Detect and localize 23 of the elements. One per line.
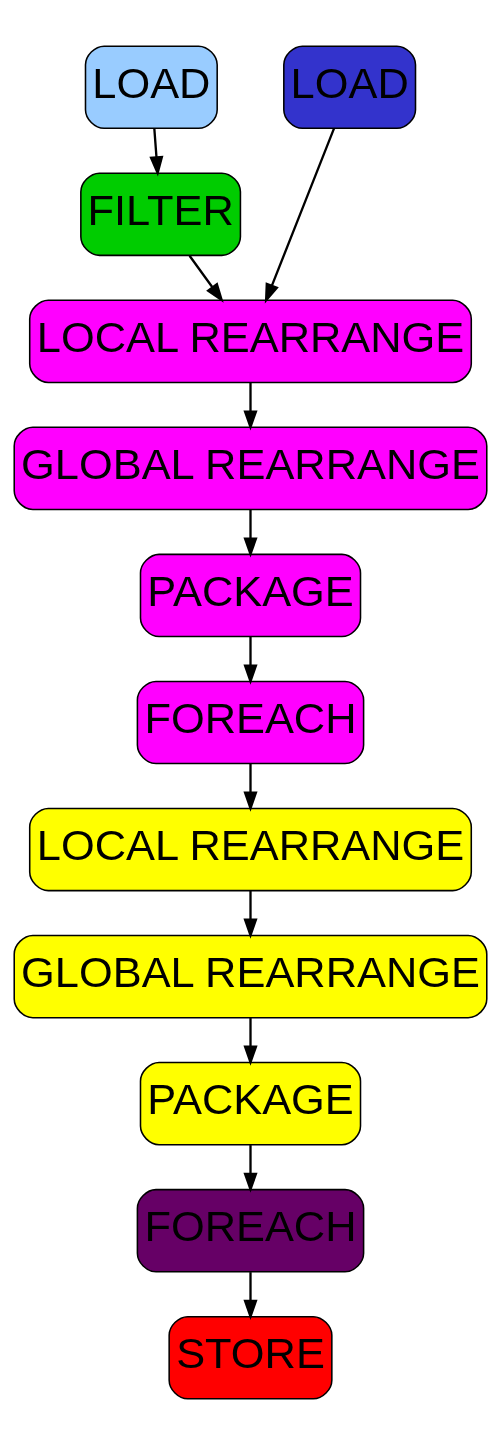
node-box: FOREACH bbox=[136, 1188, 365, 1273]
arrow bbox=[243, 636, 258, 685]
node-box: PACKAGE bbox=[139, 1061, 362, 1146]
node-box: LOAD bbox=[283, 45, 417, 130]
node-box: LOAD bbox=[84, 45, 218, 130]
node-box: LOCAL REARRANGE bbox=[28, 807, 473, 892]
node-box: GLOBAL REARRANGE bbox=[13, 426, 488, 511]
node-box: STORE bbox=[168, 1315, 333, 1400]
arrow bbox=[243, 891, 258, 939]
arrow bbox=[243, 1272, 258, 1320]
arrow bbox=[149, 128, 164, 177]
arrow bbox=[243, 1018, 258, 1066]
arrow bbox=[243, 382, 258, 431]
arrow bbox=[243, 509, 258, 558]
node-box: FILTER bbox=[80, 172, 242, 257]
node-box: FOREACH bbox=[136, 680, 365, 765]
arrow bbox=[243, 763, 258, 812]
node-box: GLOBAL REARRANGE bbox=[13, 934, 488, 1019]
node-box: PACKAGE bbox=[139, 553, 362, 638]
arrow bbox=[188, 255, 224, 303]
arrow bbox=[243, 1145, 258, 1193]
node-box: LOCAL REARRANGE bbox=[28, 299, 473, 384]
arrow bbox=[264, 128, 336, 304]
